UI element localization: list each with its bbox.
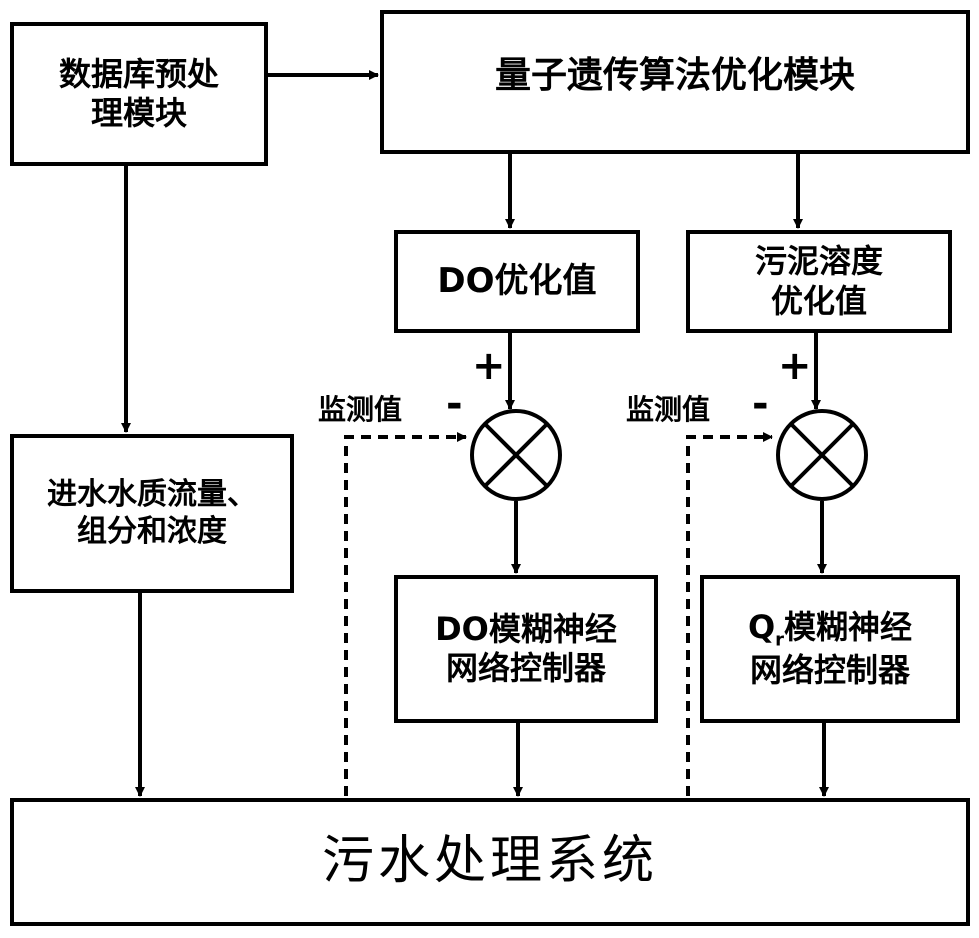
plus-sign-right: + bbox=[778, 343, 812, 389]
wwtp-box: 污水处理系统 bbox=[10, 798, 970, 926]
monitor-label-right: 监测值 bbox=[626, 393, 711, 426]
plus-sign-left: + bbox=[472, 343, 506, 389]
qr-fnn-line1: Qr模糊神经 bbox=[747, 607, 913, 650]
db-preprocess-line1: 数据库预处 bbox=[58, 54, 219, 93]
sludge-opt-box: 污泥溶度 优化值 bbox=[686, 230, 952, 333]
db-preprocess-box: 数据库预处 理模块 bbox=[10, 22, 268, 166]
qr-subscript: r bbox=[775, 629, 785, 651]
feedback-line-right bbox=[686, 432, 773, 796]
monitor-label-left: 监测值 bbox=[318, 393, 403, 426]
qr-fnn-box: Qr模糊神经 网络控制器 bbox=[700, 575, 960, 723]
influent-box: 进水水质流量、 组分和浓度 bbox=[10, 434, 294, 593]
sum-junction-right bbox=[776, 409, 868, 501]
influent-line2: 组分和浓度 bbox=[77, 513, 227, 549]
qr-fnn-line2: 网络控制器 bbox=[749, 651, 910, 690]
do-opt-box: DO优化值 bbox=[394, 230, 640, 333]
do-opt-label: DO优化值 bbox=[437, 260, 597, 301]
do-fnn-box: DO模糊神经 网络控制器 bbox=[394, 575, 658, 723]
qr-symbol: Q bbox=[747, 607, 776, 646]
minus-sign-right: - bbox=[752, 381, 769, 427]
minus-sign-left: - bbox=[446, 381, 463, 427]
do-fnn-line2: 网络控制器 bbox=[445, 649, 606, 687]
qr-line1-rest: 模糊神经 bbox=[784, 607, 913, 646]
wwtp-label: 污水处理系统 bbox=[321, 831, 658, 892]
do-fnn-line1: DO模糊神经 bbox=[435, 609, 617, 648]
qga-box: 量子遗传算法优化模块 bbox=[380, 10, 970, 154]
qga-label: 量子遗传算法优化模块 bbox=[494, 55, 855, 97]
feedback-line-left bbox=[344, 432, 467, 796]
db-preprocess-line2: 理模块 bbox=[90, 94, 187, 132]
sludge-opt-line2: 优化值 bbox=[770, 281, 867, 320]
sludge-opt-line1: 污泥溶度 bbox=[754, 242, 883, 281]
sum-junction-left bbox=[470, 409, 562, 501]
influent-line1: 进水水质流量、 bbox=[47, 476, 257, 512]
